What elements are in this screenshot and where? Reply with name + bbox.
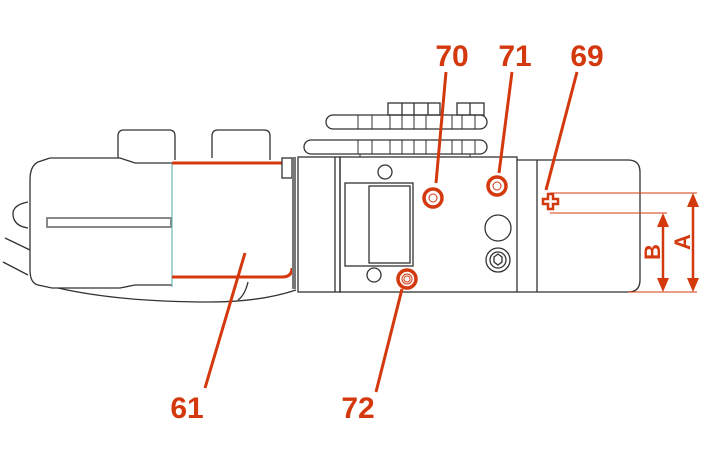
plus-marker-icon xyxy=(541,192,560,211)
callout-72: 72 xyxy=(341,392,374,425)
callout-71: 71 xyxy=(498,40,531,73)
dimension-a-label: A xyxy=(670,234,695,250)
dimension-lines xyxy=(550,192,699,293)
fittings xyxy=(303,102,488,157)
motor xyxy=(2,129,297,303)
callout-70: 70 xyxy=(435,40,468,73)
dimension-b-label: B xyxy=(640,244,665,260)
callout-61: 61 xyxy=(170,392,203,425)
leader-lines xyxy=(203,71,579,393)
callout-69: 69 xyxy=(570,40,603,73)
callout-points xyxy=(396,175,560,290)
motor-tube-red-lines xyxy=(172,161,294,279)
reservoir xyxy=(517,159,641,293)
valve-body xyxy=(339,156,518,293)
